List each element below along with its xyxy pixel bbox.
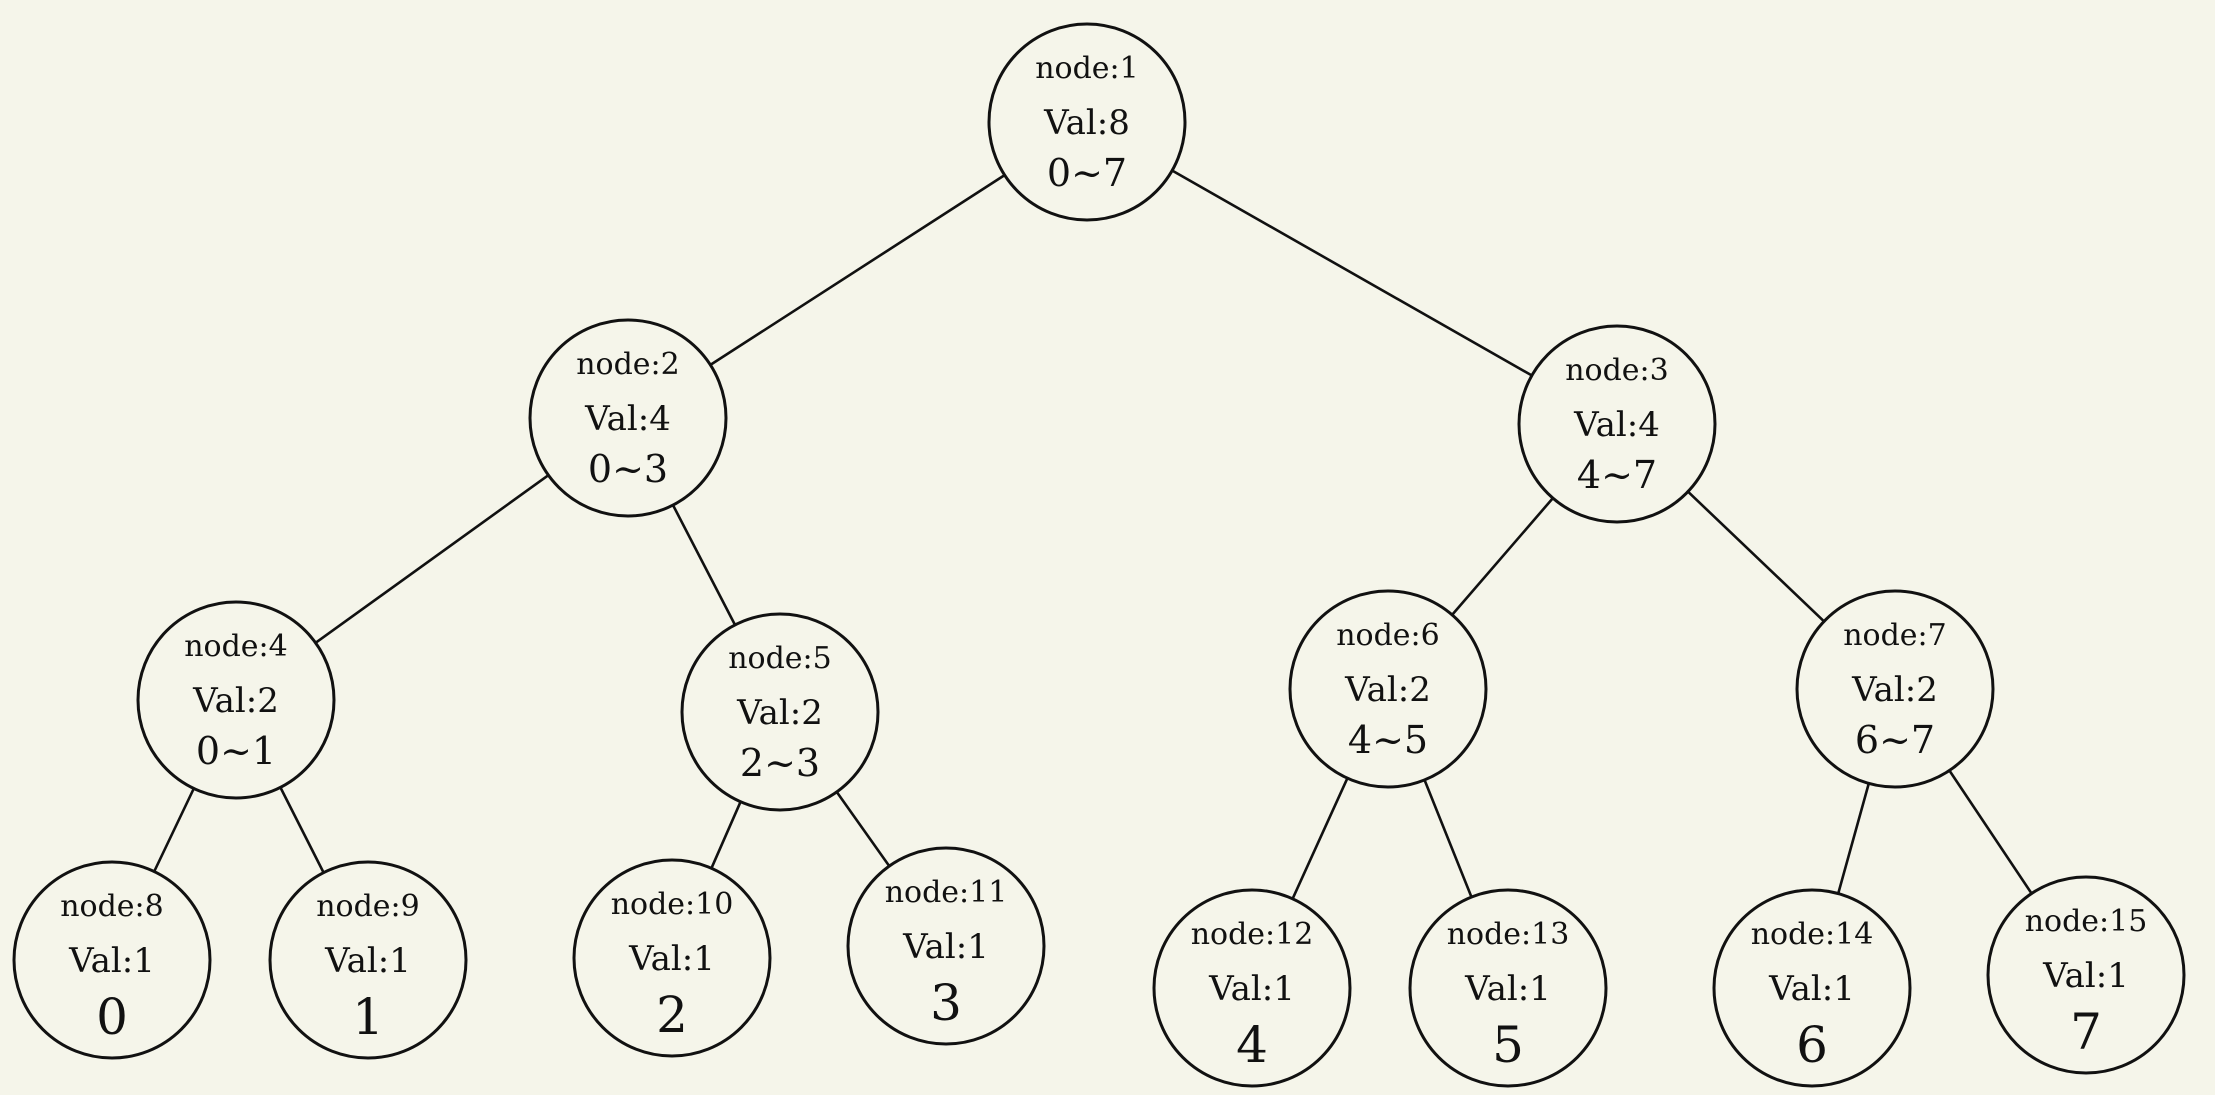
range-label: 6~7 <box>1855 718 1935 762</box>
edge-3-6 <box>1450 496 1555 617</box>
node-label: node:5 <box>728 641 832 676</box>
edge-2-5 <box>671 503 737 627</box>
node-label: node:9 <box>316 889 420 924</box>
edge-2-4 <box>314 473 550 645</box>
node-circle <box>528 318 728 518</box>
val-label: Val:2 <box>1344 670 1431 710</box>
node-label: node:14 <box>1751 917 1874 952</box>
node-label: node:3 <box>1565 353 1669 388</box>
range-label: 0~1 <box>196 729 276 773</box>
val-label: Val:1 <box>2042 956 2129 996</box>
edge-1-3 <box>1170 169 1534 377</box>
node-label: node:13 <box>1447 917 1570 952</box>
val-label: Val:1 <box>628 939 715 979</box>
node-circle <box>572 858 772 1058</box>
node-circle <box>1408 888 1608 1088</box>
node-circle <box>680 612 880 812</box>
node-label: node:15 <box>2025 904 2148 939</box>
node-circle <box>1986 875 2186 1075</box>
range-label: 5 <box>1492 1016 1524 1074</box>
val-label: Val:2 <box>192 681 279 721</box>
edge-5-11 <box>835 790 891 868</box>
node-circle <box>1288 589 1488 789</box>
range-label: 2 <box>656 986 688 1044</box>
range-label: 0~7 <box>1047 151 1127 195</box>
node-circle <box>1517 324 1717 524</box>
node-label: node:2 <box>576 347 680 382</box>
node-circle <box>268 860 468 1060</box>
node-label: node:11 <box>885 875 1008 910</box>
edges-layer <box>152 169 2033 901</box>
val-label: Val:1 <box>68 941 155 981</box>
node-circle <box>12 860 212 1060</box>
edge-3-7 <box>1686 490 1826 623</box>
node-circle <box>136 600 336 800</box>
val-label: Val:2 <box>736 693 823 733</box>
val-label: Val:1 <box>1208 969 1295 1009</box>
edge-4-8 <box>152 787 196 873</box>
val-label: Val:4 <box>1573 405 1660 445</box>
range-label: 2~3 <box>740 741 820 785</box>
node-label: node:7 <box>1843 618 1947 653</box>
node-circle <box>1712 888 1912 1088</box>
edge-7-14 <box>1836 782 1871 895</box>
range-label: 0~3 <box>588 447 668 491</box>
node-circle <box>846 846 1046 1046</box>
val-label: Val:1 <box>1464 969 1551 1009</box>
edge-1-2 <box>709 173 1006 367</box>
val-label: Val:1 <box>902 927 989 967</box>
node-circle <box>987 22 1187 222</box>
edge-5-10 <box>710 800 742 870</box>
range-label: 4~5 <box>1348 718 1428 762</box>
range-label: 4~7 <box>1577 453 1657 497</box>
node-label: node:6 <box>1336 618 1440 653</box>
val-label: Val:1 <box>324 941 411 981</box>
edge-7-15 <box>1948 769 2033 895</box>
range-label: 3 <box>930 974 962 1032</box>
node-label: node:1 <box>1035 51 1139 86</box>
node-label: node:10 <box>611 887 734 922</box>
range-label: 6 <box>1796 1016 1828 1074</box>
node-label: node:12 <box>1191 917 1314 952</box>
range-label: 1 <box>352 988 384 1046</box>
val-label: Val:8 <box>1043 103 1130 143</box>
edge-6-13 <box>1423 778 1473 899</box>
val-label: Val:2 <box>1851 670 1938 710</box>
node-label: node:8 <box>60 889 164 924</box>
node-label: node:4 <box>184 629 288 664</box>
range-label: 7 <box>2070 1003 2102 1061</box>
edge-6-12 <box>1291 776 1349 901</box>
node-circle <box>1795 589 1995 789</box>
range-label: 4 <box>1236 1016 1268 1074</box>
val-label: Val:1 <box>1768 969 1855 1009</box>
edge-4-9 <box>279 786 325 874</box>
node-circle <box>1152 888 1352 1088</box>
val-label: Val:4 <box>584 399 671 439</box>
range-label: 0 <box>96 988 128 1046</box>
